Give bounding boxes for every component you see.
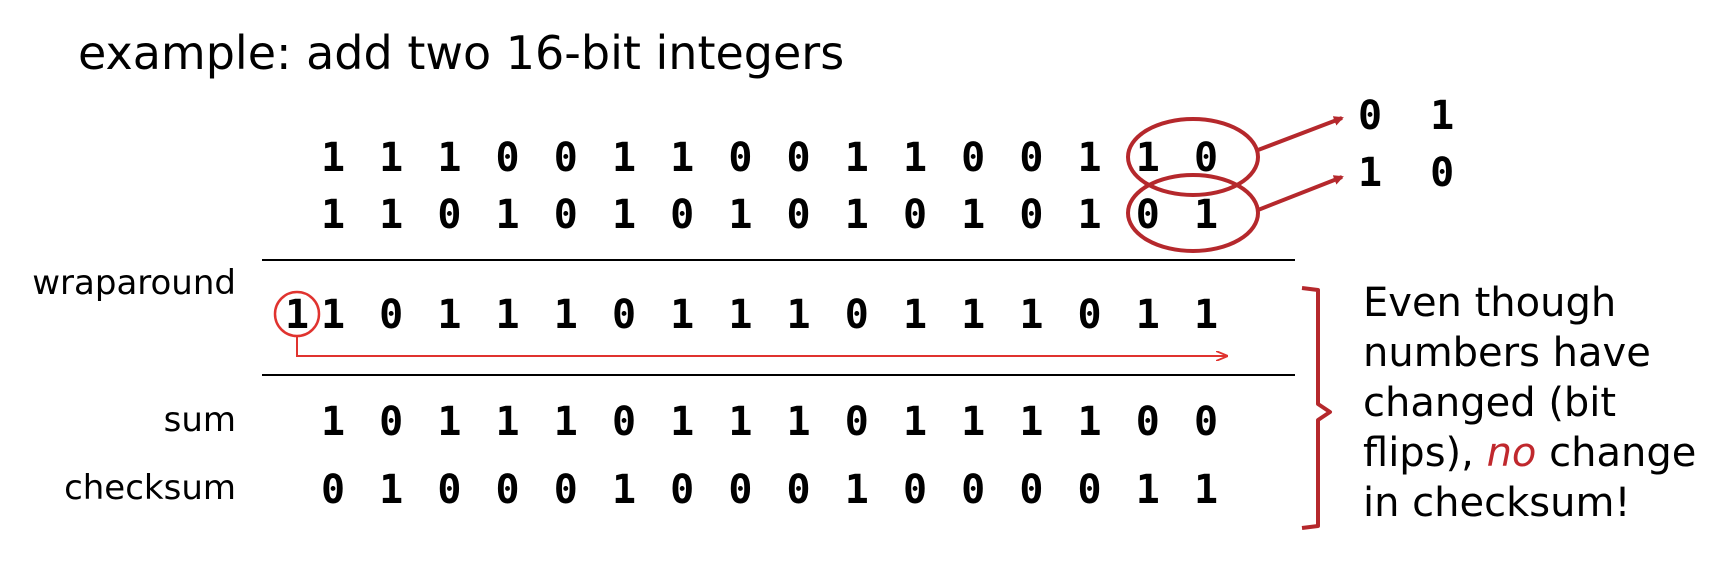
circle-highlight-bottom	[1126, 173, 1260, 253]
note-line-4-post: change	[1536, 430, 1697, 476]
wraparound-label: wraparound	[32, 263, 236, 303]
explanation-note: Even though numbers have changed (bit fl…	[1363, 278, 1708, 528]
wraparound-arrow-icon	[296, 336, 1226, 356]
arrow-right-icon	[1257, 116, 1344, 152]
circle-highlight-top	[1126, 117, 1260, 197]
note-line-4: flips), no change	[1363, 428, 1708, 478]
sum-label: sum	[163, 400, 236, 440]
brace-right-icon	[1301, 286, 1332, 530]
page-title: example: add two 16-bit integers	[78, 26, 845, 80]
note-emphasis: no	[1486, 430, 1537, 476]
flipped-pair-2: 1 0	[1358, 150, 1467, 196]
carry-circle-highlight	[273, 290, 321, 338]
wraparound-rule	[262, 374, 1295, 376]
addition-rule	[262, 259, 1295, 261]
arrow-right-icon	[1257, 175, 1344, 212]
carry-bit: 1	[284, 292, 310, 338]
note-line-1: Even though	[1363, 280, 1617, 326]
note-line-2: numbers have	[1363, 330, 1651, 376]
checksum-label: checksum	[64, 468, 236, 508]
note-line-5: in checksum!	[1363, 480, 1631, 526]
note-line-3: changed (bit	[1363, 380, 1617, 426]
note-line-4-pre: flips),	[1363, 430, 1487, 476]
flipped-pair-1: 0 1	[1358, 93, 1467, 139]
